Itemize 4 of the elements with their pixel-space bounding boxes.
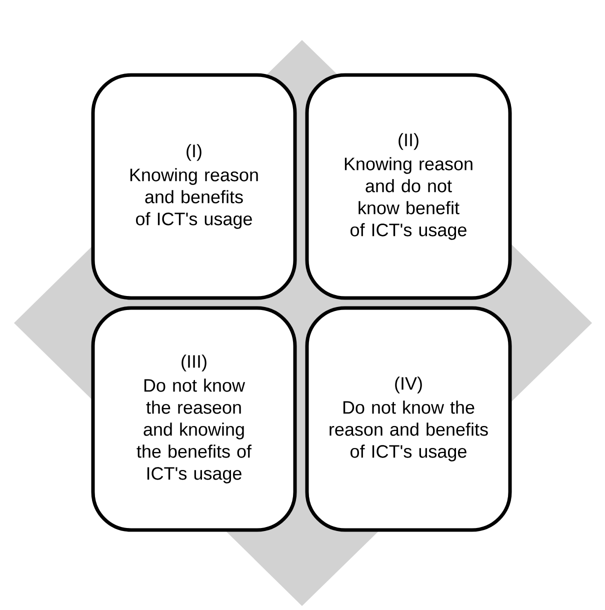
rounded-box: (IV) Do not know the reason and benefits of ICT's usage bbox=[305, 306, 512, 532]
rounded-box: (I) Knowing reason and benefits of ICT's usage bbox=[91, 73, 297, 300]
rounded-box: (II) Knowing reason and do not know benefit of ICT's usage bbox=[305, 73, 512, 300]
rounded-box: (III) Do not know the reaseon and knowing the benefits of ICT's usage bbox=[91, 306, 297, 532]
